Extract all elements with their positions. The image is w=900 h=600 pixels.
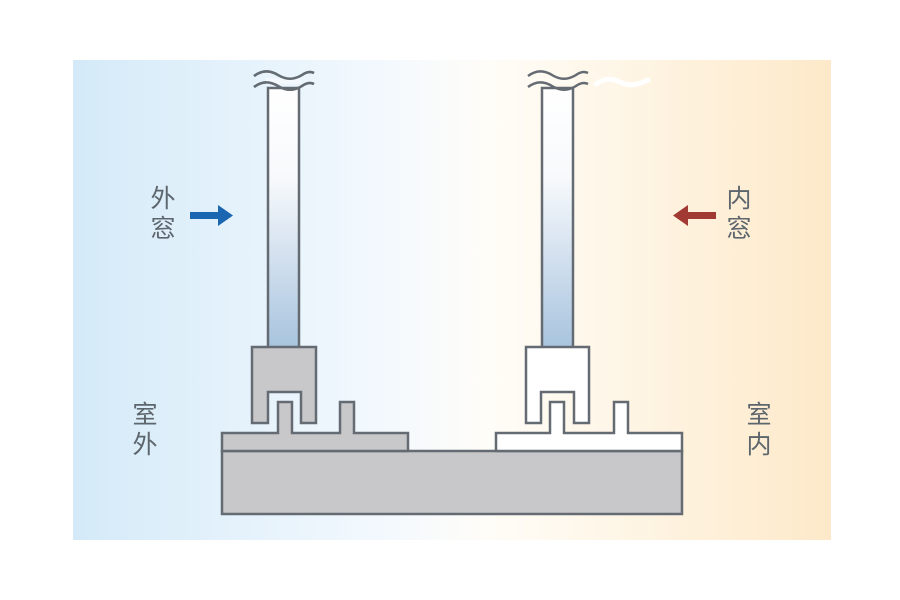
indoor-label-char-2: 内 [746,430,772,459]
break-mark-white [593,76,651,88]
break-mark-inner [527,70,589,91]
inner-window-glass [540,86,575,350]
indoor-label: 室 内 [744,400,774,460]
outdoor-label-char-1: 室 [132,400,158,429]
break-gap-inner [540,78,575,84]
window-sill-base [220,449,684,516]
outer-sash-frame [250,345,318,425]
outer-window-glass [266,86,301,350]
inner-window-label-char-2: 窓 [726,214,752,243]
inner-window-label: 内 窓 [724,184,754,244]
outdoor-label: 室 外 [130,400,160,460]
arrow-left-icon [673,205,716,226]
arrow-right-icon [190,205,233,226]
inner-window-label-char-1: 内 [726,184,752,213]
inner-rail-plate [494,400,684,453]
inner-sash-frame [524,345,591,425]
break-mark-outer-lines [253,70,315,91]
indoor-label-char-1: 室 [746,400,772,429]
break-gap-outer [266,78,301,84]
outer-window-label: 外 窓 [148,184,178,244]
outer-window-label-char-2: 窓 [150,214,176,243]
outer-window-label-char-1: 外 [150,184,176,213]
outer-rail-plate [220,400,410,453]
outdoor-label-char-2: 外 [132,430,158,459]
